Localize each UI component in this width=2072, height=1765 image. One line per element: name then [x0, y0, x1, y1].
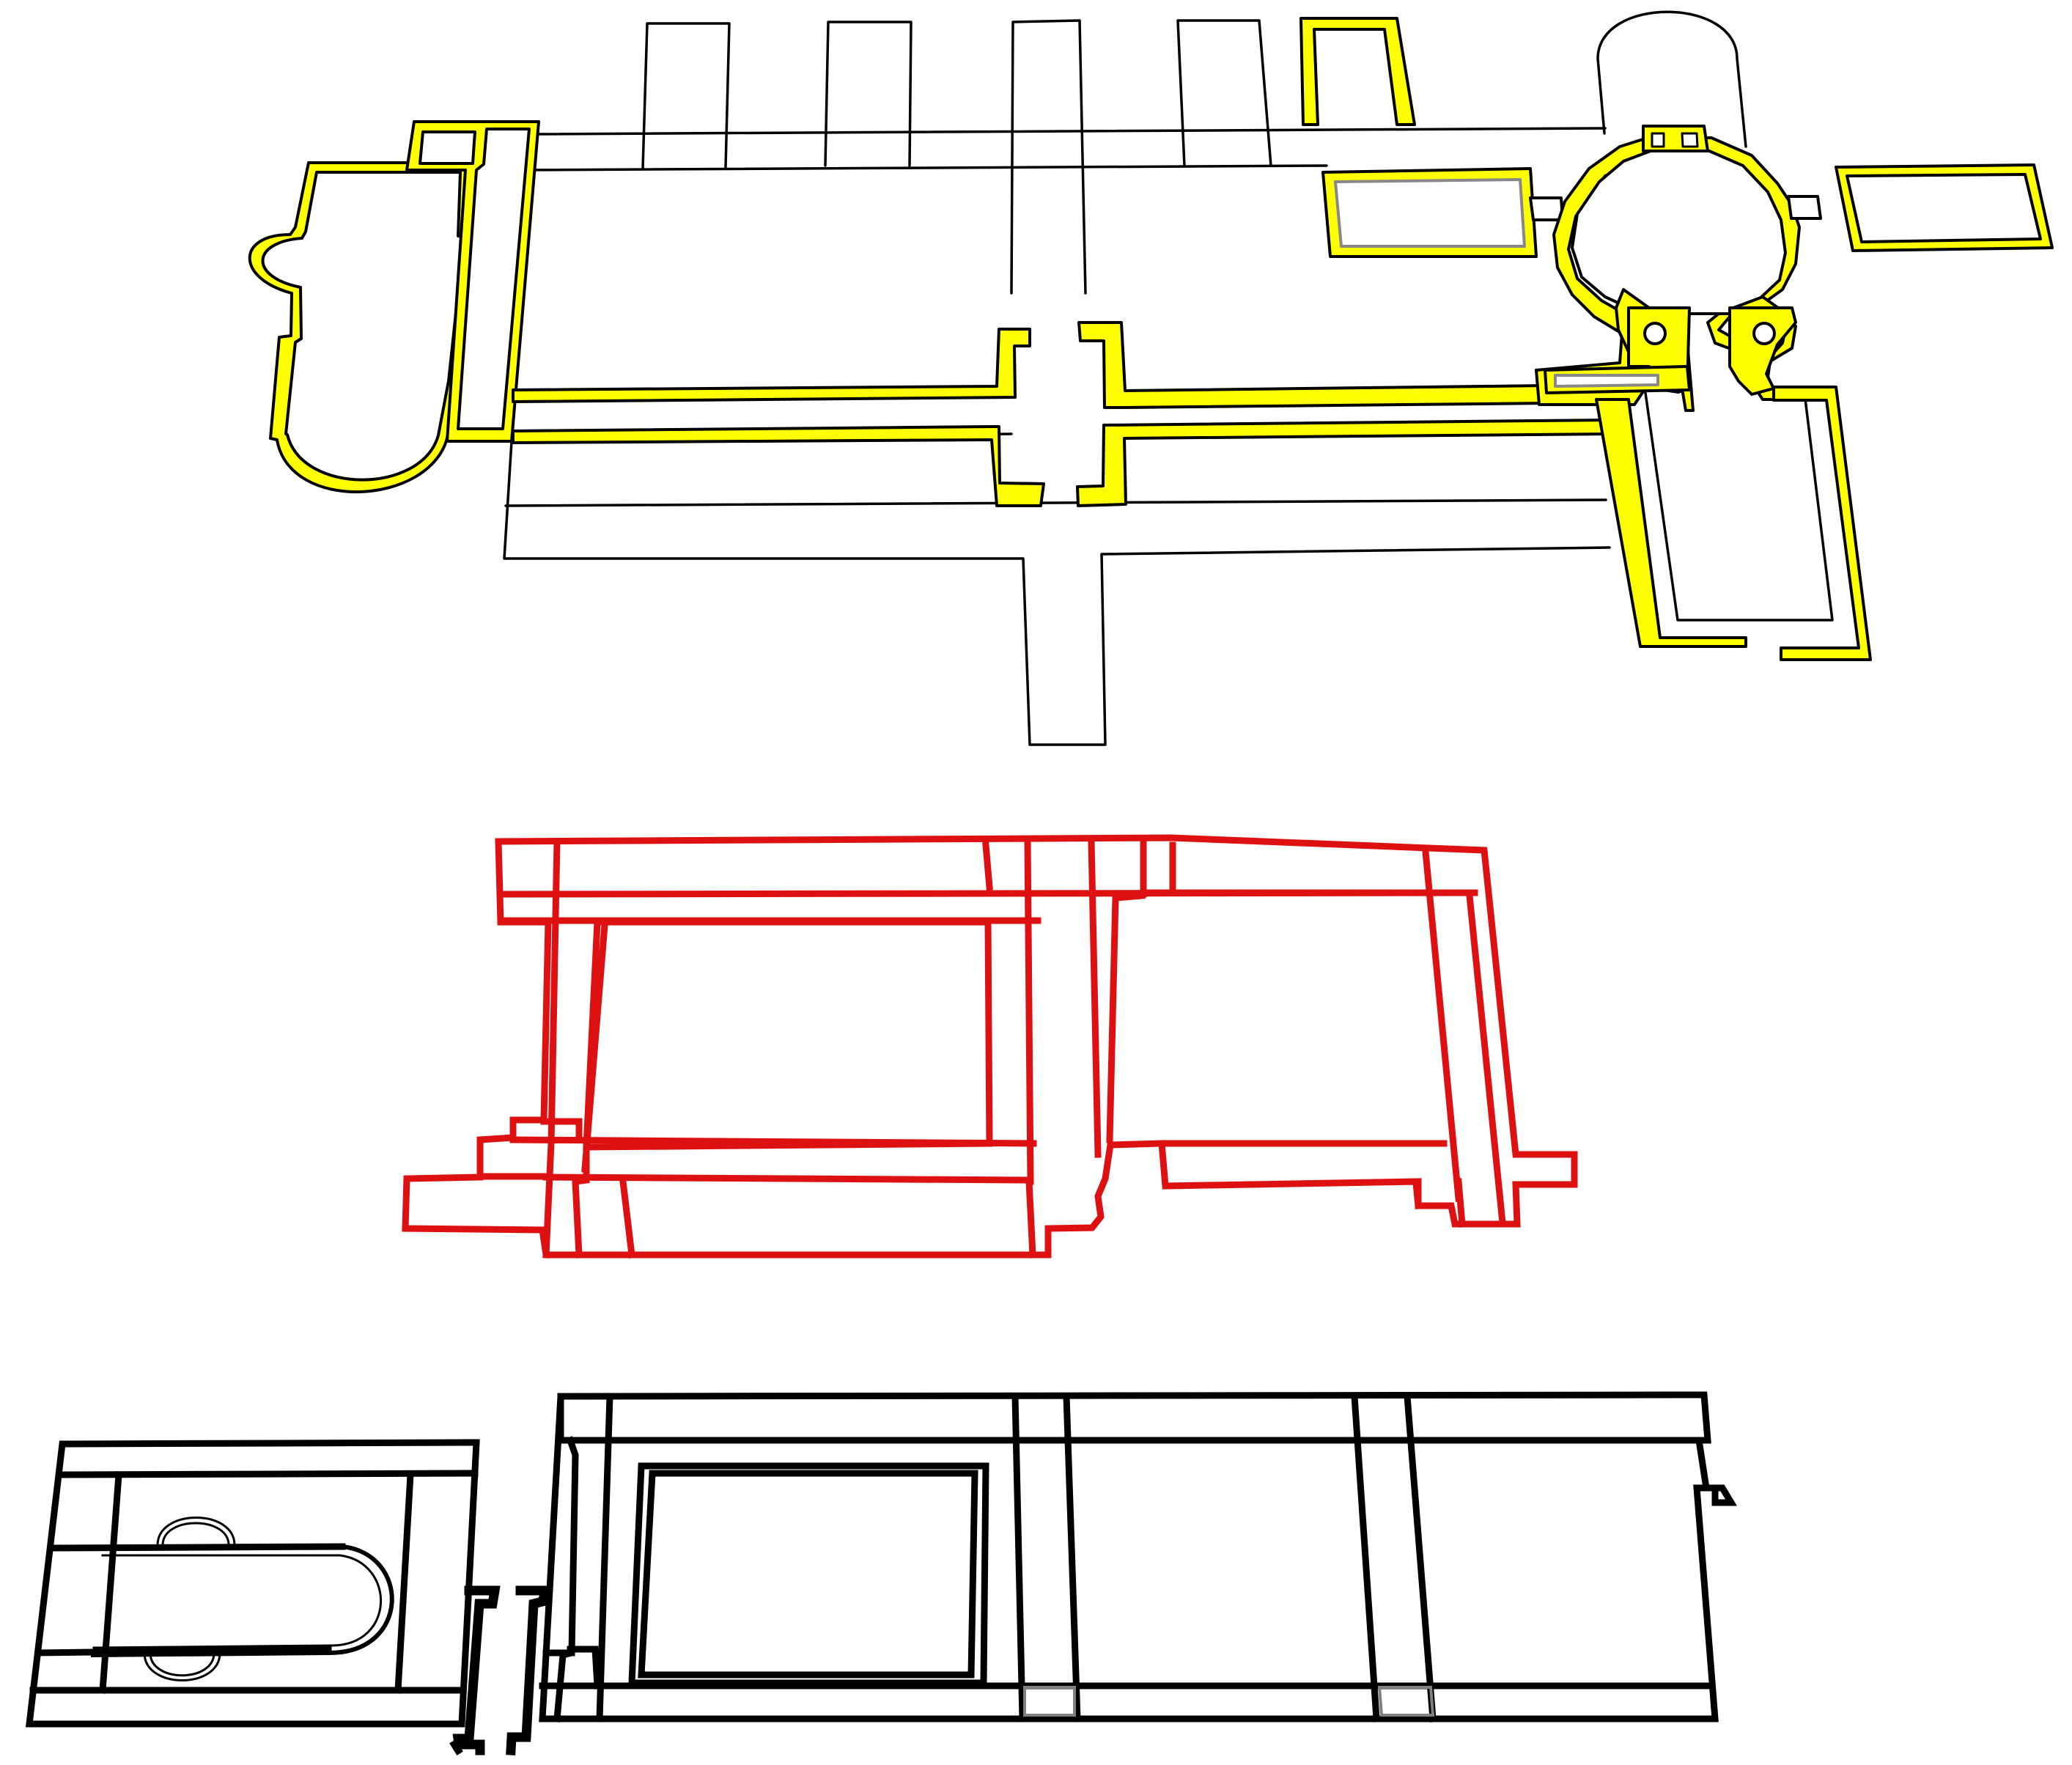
red-sw-bands	[572, 1142, 1036, 1259]
garth-wall	[1595, 398, 1747, 648]
red-sw-bands-2	[476, 1136, 1037, 1184]
red-court-east	[1106, 839, 1478, 1147]
east-court-west-inner	[638, 1470, 978, 1679]
west-building-col-right	[394, 1471, 414, 1694]
east-block-col-1	[596, 1393, 613, 1722]
spiral-right-inner	[1752, 322, 1776, 345]
apse-tower	[1596, 10, 1747, 148]
red-mid-col	[1024, 838, 1102, 1185]
middle-plan	[402, 834, 1578, 1259]
corridor-south-east	[1076, 419, 1612, 507]
nave-apse	[90, 1544, 394, 1658]
garth-wall-east	[1772, 386, 1872, 661]
corridor-north	[512, 328, 1031, 403]
north-tower-4	[1176, 19, 1272, 167]
north-corridor	[523, 127, 1607, 172]
oval-chapel-south	[143, 1651, 221, 1681]
corridor-north-east	[1077, 321, 1551, 409]
grey-bay-2	[1377, 1686, 1435, 1717]
east-block	[539, 1391, 1737, 1722]
connector-right-pier	[506, 1585, 553, 1755]
red-court-west	[583, 918, 993, 1151]
ne-tower	[1299, 17, 1416, 126]
east-col-b	[1063, 1393, 1081, 1722]
west-building-col-left	[99, 1471, 122, 1694]
east-col-c	[1351, 1393, 1380, 1722]
garth-inner	[1644, 391, 1834, 622]
west-building-band-top	[59, 1470, 479, 1478]
north-tower-3	[1010, 19, 1087, 295]
oval-chapel-north	[156, 1517, 236, 1547]
top-plan-highlight	[248, 17, 2054, 661]
east-link	[1787, 195, 1822, 220]
red-north-stub	[982, 841, 993, 891]
west-chapel-link	[1529, 196, 1564, 221]
red-east-pier	[1422, 848, 1506, 1226]
west-building-band-mid2	[34, 1646, 332, 1657]
red-outer	[402, 834, 1578, 1259]
red-court-west-inner	[581, 921, 608, 1173]
south-wing-2	[504, 498, 1607, 507]
north-tower-1	[641, 22, 731, 170]
west-bays-inner-2	[457, 128, 531, 430]
red-west-pier	[542, 838, 561, 1259]
rotunda-niche-inner	[1651, 132, 1699, 148]
nave-apse-inner	[92, 1554, 383, 1649]
bottom-plan-grey	[1023, 1686, 1435, 1717]
top-plan	[248, 10, 2054, 746]
west-chapel-inner	[1334, 178, 1526, 248]
red-left-chapel	[540, 1118, 583, 1140]
east-col-d	[1404, 1393, 1437, 1722]
east-chapel-inner	[1846, 173, 2042, 243]
grey-bay-1	[1023, 1686, 1076, 1717]
west-bays-inner-1	[419, 130, 476, 165]
east-side-stub	[567, 1646, 601, 1690]
red-right-step	[1412, 1178, 1466, 1228]
rotunda-pier-right	[1728, 306, 1797, 396]
north-tower-2	[824, 21, 913, 167]
rotunda-link-inner	[1554, 374, 1659, 388]
east-lower-cap	[539, 1649, 575, 1690]
west-building	[25, 1439, 480, 1728]
connector-left-pier	[452, 1585, 501, 1755]
spiral-left-inner	[1643, 322, 1667, 345]
bottom-plan	[25, 1391, 1737, 1755]
south-wing-1	[503, 440, 1611, 746]
east-block-col-2	[553, 1436, 579, 1722]
connector-dot-1	[449, 1739, 463, 1755]
east-col-a	[1011, 1393, 1026, 1722]
east-block-cap	[557, 1393, 1700, 1444]
east-court-west	[628, 1462, 989, 1687]
corridor-south	[512, 425, 1045, 507]
